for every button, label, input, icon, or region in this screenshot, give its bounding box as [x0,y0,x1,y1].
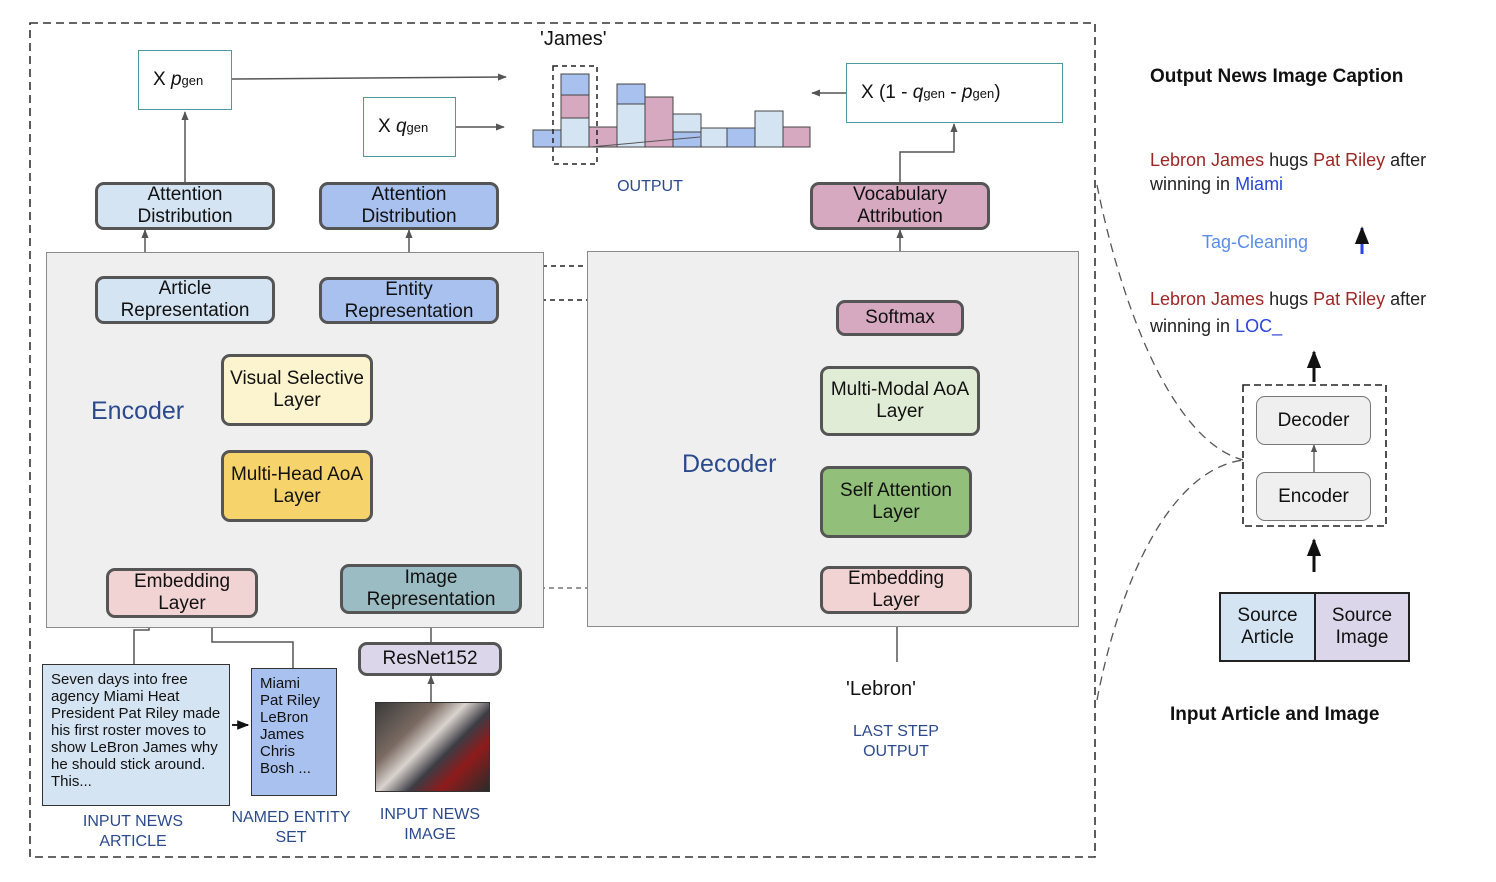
dist-bar [560,94,590,119]
q-gen-var: q [395,116,407,137]
final-caption: Lebron James hugs Pat Riley after winnin… [1150,148,1480,196]
entity-item: James [260,726,305,743]
caption-entity: Pat Riley [1313,289,1386,309]
dist-bar [672,113,702,133]
input-article-image-title: Input Article and Image [1170,704,1380,725]
entity-item: Bosh ... [260,760,311,777]
attention-distribution-entity: Attention Distribution [319,182,499,230]
input-article-text: Seven days into free agency Miami Heat P… [42,664,230,806]
dist-bar [782,126,811,148]
p-gen-var: p [170,69,182,90]
q-gen-prefix: X [378,116,391,137]
source-article: Source Article [1219,592,1316,662]
model-frame [29,22,1096,858]
multi-head-aoa-layer: Multi-Head AoA Layer [221,450,373,522]
caption-entity: Pat Riley [1313,150,1386,170]
vocab-gate-prefix: X (1 - [861,82,908,103]
dist-bar [616,83,646,105]
dist-bar [532,129,562,148]
output-label: OUTPUT [617,178,683,195]
self-attention-layer: Self Attention Layer [820,466,972,538]
dist-bar [588,126,618,148]
dist-bar [560,117,590,148]
q-gen-sub: gen [406,119,429,135]
james-highlight-box [552,65,598,165]
input-article-label: INPUT NEWS ARTICLE [82,813,184,850]
image-representation: Image Representation [340,564,522,614]
entity-representation: Entity Representation [319,277,499,324]
resnet152: ResNet152 [358,642,502,676]
mini-model-frame [1242,384,1387,527]
article-representation: Article Representation [95,276,275,324]
encoder-label: Encoder [91,397,185,425]
multi-modal-aoa-layer: Multi-Modal AoA Layer [820,366,980,436]
visual-selective-layer: Visual Selective Layer [221,354,373,426]
dist-bar [726,127,756,148]
encoder-embedding-layer: Embedding Layer [106,568,258,618]
last-step-output-label: LAST STEP OUTPUT [853,723,939,760]
input-news-image [375,702,490,792]
entity-item: Miami [260,675,300,692]
tag-cleaning-label: Tag-Cleaning [1202,232,1309,252]
mini-decoder: Decoder [1256,396,1371,445]
raw-caption: Lebron James hugs Pat Riley after winnin… [1150,286,1480,340]
entity-item: Pat Riley [260,692,321,709]
vocabulary-attribution: Vocabulary Attribution [810,182,990,230]
caption-entity: Miami [1235,174,1284,194]
caption-entity: LOC_ [1235,316,1283,336]
caption-entity: Lebron James [1150,289,1265,309]
dist-bar [616,103,646,148]
p-gen-sub: gen [181,72,204,88]
vocab-gate-p-sub: gen [972,85,995,101]
mini-encoder: Encoder [1256,472,1371,521]
decoder-embedding-layer: Embedding Layer [820,566,972,614]
decoder-panel [587,251,1079,627]
named-entity-list: Miami Pat Riley LeBron James Chris Bosh … [251,668,337,796]
caption-text: hugs [1264,289,1314,309]
dist-bar [754,110,784,148]
vocab-gate-q-sub: gen [923,85,946,101]
dist-bar [560,73,590,96]
caption-text: after winning in [1150,150,1427,194]
vocab-gate-mid: - [950,82,957,103]
p-gen-prefix: X [153,69,166,90]
decoder-label: Decoder [682,450,777,478]
entity-item: Chris [260,743,296,760]
attention-distribution-article: Attention Distribution [95,182,275,230]
named-entity-set-label: NAMED ENTITY SET [231,809,351,846]
vocab-gate-q: q [912,82,924,103]
dist-bar [700,127,728,148]
output-distribution-chart [532,73,811,148]
caption-entity: Lebron James [1150,150,1265,170]
output-word: 'James' [540,28,607,50]
vocab-gate-p: p [961,82,973,103]
source-image: Source Image [1314,592,1410,662]
softmax: Softmax [836,300,964,336]
caption-text: hugs [1264,150,1314,170]
entity-item: LeBron [260,709,309,726]
output-caption-title: Output News Image Caption [1150,66,1404,87]
input-image-label: INPUT NEWS IMAGE [379,806,481,843]
vocab-gate-suffix: ) [994,82,1001,103]
dist-bar [644,96,674,148]
caption-text: after winning in [1150,289,1427,336]
last-step-word: 'Lebron' [846,678,916,700]
